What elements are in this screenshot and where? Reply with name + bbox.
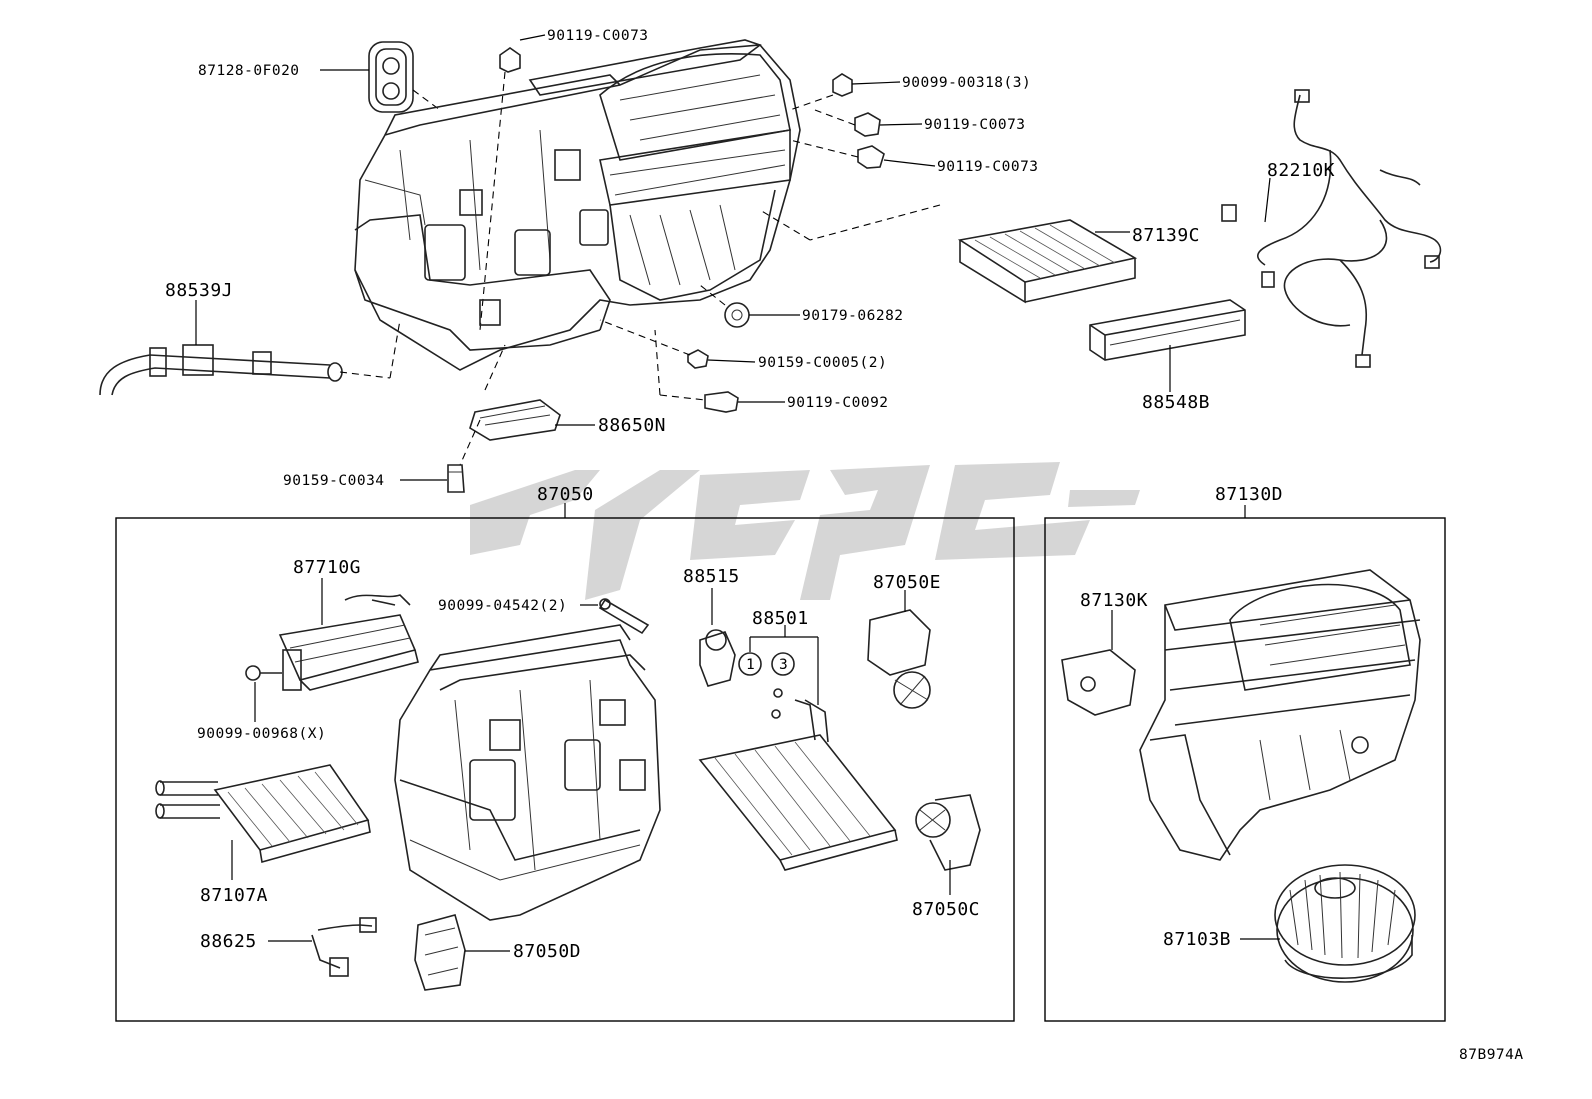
sensor-part xyxy=(459,344,595,466)
damper-actuator-part xyxy=(414,914,510,991)
servo-motor-part xyxy=(1061,610,1136,716)
label-88501: 88501 xyxy=(752,608,809,629)
wire-harness-part xyxy=(1221,89,1442,368)
clip-part xyxy=(699,284,800,328)
label-90119-mid: 90119-C0073 xyxy=(924,117,1026,133)
heater-core-tube-part xyxy=(278,578,419,691)
label-90099-00968: 90099-00968(X) xyxy=(197,726,326,742)
bolt-part xyxy=(599,319,756,369)
filter-cover-part xyxy=(1089,299,1246,392)
label-88548B: 88548B xyxy=(1142,392,1210,413)
bolt-part xyxy=(479,34,546,331)
heater-core-part xyxy=(155,764,371,880)
label-90119-C0092: 90119-C0092 xyxy=(787,395,889,411)
circle-3-label: 3 xyxy=(779,657,788,673)
damper-actuator-part xyxy=(867,590,931,709)
bolt-part xyxy=(654,329,785,413)
screw-part xyxy=(400,464,465,493)
label-87050: 87050 xyxy=(537,484,594,505)
blower-fan-part xyxy=(1240,864,1416,983)
label-90099-04542: 90099-04542(2) xyxy=(438,598,567,614)
label-87130D: 87130D xyxy=(1215,484,1283,505)
bolt-part xyxy=(789,139,936,169)
grommet-part xyxy=(320,41,441,113)
drain-hose-part xyxy=(99,300,401,396)
evaporator-part: 1 3 xyxy=(698,625,898,871)
expansion-valve-part xyxy=(699,588,736,687)
label-90099-00318: 90099-00318(3) xyxy=(902,75,1031,91)
label-88539J: 88539J xyxy=(165,280,233,301)
label-90159-C0005: 90159-C0005(2) xyxy=(758,355,887,371)
label-88515: 88515 xyxy=(683,566,740,587)
label-90119-top: 90119-C0073 xyxy=(547,28,649,44)
bolt-part xyxy=(580,598,650,635)
bolt-part xyxy=(814,109,923,137)
label-87107A: 87107A xyxy=(200,885,268,906)
label-82210K: 82210K xyxy=(1267,160,1335,181)
hvac-case-assembly xyxy=(354,39,801,371)
label-87103B: 87103B xyxy=(1163,929,1231,950)
label-90179-06282: 90179-06282 xyxy=(802,308,904,324)
label-87128: 87128-0F020 xyxy=(198,63,300,79)
figure-code: 87B974A xyxy=(1459,1047,1524,1063)
circle-1-label: 1 xyxy=(746,657,755,673)
label-90159-C0034: 90159-C0034 xyxy=(283,473,385,489)
label-87130K: 87130K xyxy=(1080,590,1148,611)
screw-part xyxy=(245,665,282,722)
cabin-filter-part xyxy=(759,204,1138,304)
watermark-logo: cjcgc xyxy=(470,462,1140,600)
label-88650N: 88650N xyxy=(598,415,666,436)
bolt-part xyxy=(789,73,901,111)
label-87050E: 87050E xyxy=(873,572,941,593)
label-87050C: 87050C xyxy=(912,899,980,920)
label-88625: 88625 xyxy=(200,931,257,952)
wire-part xyxy=(268,917,377,977)
blower-case-part xyxy=(1139,569,1421,861)
label-87710G: 87710G xyxy=(293,557,361,578)
label-90119-low: 90119-C0073 xyxy=(937,159,1039,175)
hvac-case-part xyxy=(394,624,661,921)
label-87050D: 87050D xyxy=(513,941,581,962)
label-87139C: 87139C xyxy=(1132,225,1200,246)
damper-actuator-part xyxy=(915,794,981,895)
